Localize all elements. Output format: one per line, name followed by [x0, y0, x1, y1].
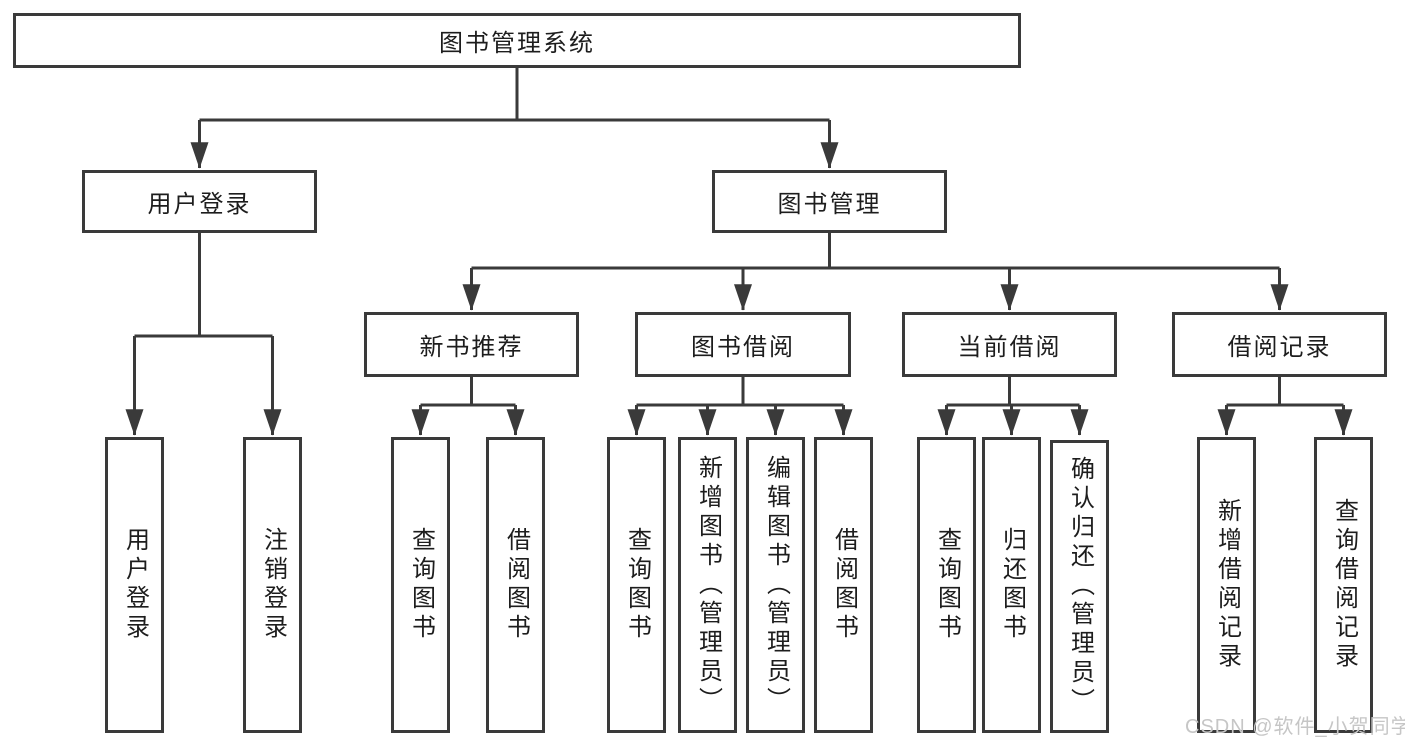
node-book-management: 图书管理	[712, 170, 947, 233]
node-label: 新书推荐	[419, 334, 524, 361]
leaf-user-login: 用户登录	[105, 437, 164, 733]
node-label: 新增借阅记录	[1213, 498, 1241, 672]
node-label: 查询借阅记录	[1330, 498, 1358, 672]
node-label: 图书管理	[777, 191, 882, 218]
node-new-book-recommend: 新书推荐	[364, 312, 579, 377]
leaf-records-query-record: 查询借阅记录	[1314, 437, 1373, 733]
leaf-current-confirm-return-admin: 确认归还（管理员）	[1050, 440, 1109, 733]
node-label: 借阅图书	[830, 527, 858, 643]
leaf-borrowing-query-books: 查询图书	[607, 437, 666, 733]
leaf-borrowing-add-books-admin: 新增图书（管理员）	[678, 437, 737, 733]
node-current-borrowing: 当前借阅	[902, 312, 1117, 377]
leaf-records-add-record: 新增借阅记录	[1197, 437, 1256, 733]
node-label: 用户登录	[121, 527, 149, 643]
leaf-newbooks-borrow-books: 借阅图书	[486, 437, 545, 733]
node-label: 图书借阅	[691, 334, 795, 361]
node-label: 图书管理系统	[439, 30, 595, 57]
node-label: 查询图书	[407, 527, 435, 643]
leaf-current-query-books: 查询图书	[917, 437, 976, 733]
node-label: 归还图书	[998, 527, 1026, 643]
node-label: 借阅图书	[502, 527, 530, 643]
node-label: 编辑图书（管理员）	[762, 454, 790, 716]
connector-arrows	[125, 120, 1353, 436]
leaf-logout: 注销登录	[243, 437, 302, 733]
leaf-current-return-books: 归还图书	[982, 437, 1041, 733]
node-label: 查询图书	[933, 527, 961, 643]
node-label: 确认归还（管理员）	[1066, 456, 1094, 717]
node-label: 查询图书	[623, 527, 651, 643]
leaf-borrowing-edit-books-admin: 编辑图书（管理员）	[746, 437, 805, 733]
node-label: 注销登录	[259, 527, 287, 643]
node-borrow-records: 借阅记录	[1172, 312, 1387, 377]
node-label: 借阅记录	[1227, 334, 1332, 361]
node-root-library-system: 图书管理系统	[13, 13, 1021, 68]
leaf-newbooks-query-books: 查询图书	[391, 437, 450, 733]
node-label: 当前借阅	[957, 334, 1062, 361]
csdn-watermark: CSDN @软件_小贺同学	[1185, 716, 1405, 738]
node-label: 新增图书（管理员）	[694, 454, 722, 716]
node-user-login: 用户登录	[82, 170, 317, 233]
node-label: 用户登录	[147, 191, 252, 218]
leaf-borrowing-borrow-books: 借阅图书	[814, 437, 873, 733]
node-book-borrowing: 图书借阅	[635, 312, 851, 377]
